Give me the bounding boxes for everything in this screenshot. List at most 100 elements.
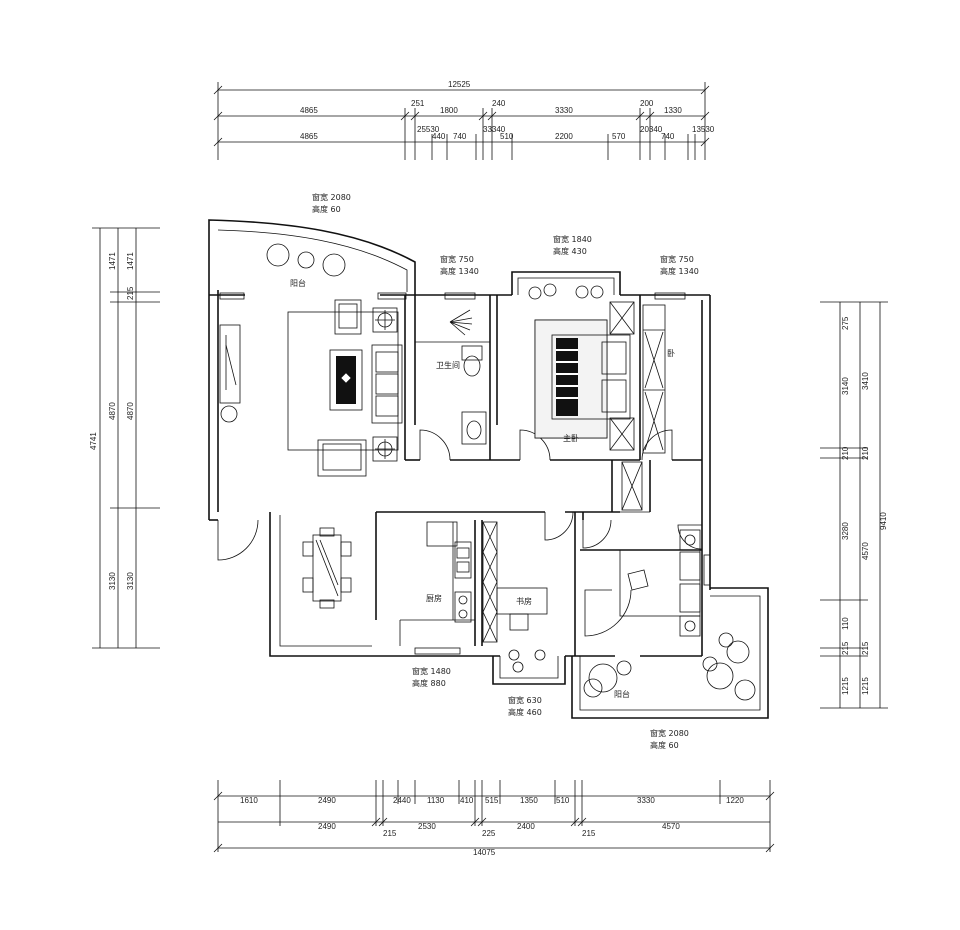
armchair-bottom — [317, 439, 367, 477]
svg-text:4865: 4865 — [300, 132, 318, 141]
svg-text:窗宽 2080: 窗宽 2080 — [312, 192, 351, 202]
bookshelf — [482, 521, 498, 643]
pillow-2 — [601, 379, 627, 413]
hall-closet — [621, 461, 643, 511]
svg-text:1471: 1471 — [108, 252, 117, 270]
svg-text:215: 215 — [126, 286, 135, 300]
svg-text:4870: 4870 — [108, 402, 117, 420]
doors — [217, 429, 703, 637]
window-bedroom — [654, 292, 686, 300]
svg-text:110: 110 — [841, 617, 850, 630]
svg-text:515: 515 — [485, 796, 499, 805]
svg-text:3140: 3140 — [841, 377, 850, 395]
svg-text:高度 1340: 高度 1340 — [660, 266, 699, 276]
svg-text:2490: 2490 — [318, 796, 336, 805]
svg-text:25530: 25530 — [417, 125, 440, 134]
tv-cabinet — [219, 324, 241, 404]
sink — [454, 541, 472, 579]
svg-text:3330: 3330 — [555, 106, 573, 115]
svg-text:510: 510 — [500, 132, 514, 141]
svg-text:高度 60: 高度 60 — [312, 204, 341, 214]
bathroom-label: 卫生间 — [436, 360, 460, 370]
window-annotations: 窗宽 2080 高度 60 阳台 窗宽 750 高度 1340 窗宽 1840 … — [290, 192, 699, 750]
svg-text:210: 210 — [841, 446, 850, 460]
svg-text:410: 410 — [460, 796, 474, 805]
svg-text:4870: 4870 — [126, 402, 135, 420]
svg-text:卧: 卧 — [667, 349, 675, 358]
svg-text:570: 570 — [612, 132, 626, 141]
svg-text:440: 440 — [432, 132, 446, 141]
desk-chair — [509, 613, 529, 631]
svg-text:4570: 4570 — [662, 822, 680, 831]
window-second-bedroom — [703, 554, 711, 586]
window-kitchen — [414, 647, 461, 655]
nightstand-a — [679, 529, 701, 551]
master-bedroom-furniture: 主卧 卧 — [528, 283, 675, 454]
fridge — [426, 521, 458, 547]
svg-text:窗宽 1480: 窗宽 1480 — [412, 666, 451, 676]
right-dimension-lines: 275 3140 3410 210 210 3280 4570 9410 110… — [820, 301, 888, 709]
svg-text:3130: 3130 — [108, 572, 117, 590]
room-labels: 卫生间 厨房 书房 — [426, 360, 532, 606]
svg-text:215: 215 — [841, 641, 850, 655]
window-bathroom — [444, 292, 476, 300]
svg-text:215: 215 — [861, 641, 870, 655]
coffee-table — [329, 349, 363, 411]
study-label: 书房 — [516, 596, 532, 606]
svg-text:200: 200 — [640, 99, 654, 108]
nightstand-b — [679, 615, 701, 637]
svg-text:2440: 2440 — [393, 796, 411, 805]
bottom-dimension-text: 1610 2490 2440 1130 410 515 1350 510 333… — [240, 796, 744, 857]
double-bed — [551, 334, 631, 420]
side-table-bottom — [372, 436, 398, 462]
svg-text:窗宽 750: 窗宽 750 — [660, 254, 694, 264]
balcony-plants — [583, 632, 756, 701]
plant-pot — [220, 405, 238, 423]
svg-text:1471: 1471 — [126, 252, 135, 270]
svg-text:高度 880: 高度 880 — [412, 678, 446, 688]
svg-text:510: 510 — [556, 796, 570, 805]
svg-text:高度 60: 高度 60 — [650, 740, 679, 750]
window-living-right — [377, 292, 407, 300]
svg-text:1220: 1220 — [726, 796, 744, 805]
svg-text:高度 1340: 高度 1340 — [440, 266, 479, 276]
dining-set — [302, 527, 352, 609]
svg-text:窗宽 1840: 窗宽 1840 — [553, 234, 592, 244]
svg-text:215: 215 — [582, 829, 596, 838]
nightstand-bottom — [609, 417, 635, 451]
svg-text:13530: 13530 — [692, 125, 715, 134]
svg-text:窗宽 2080: 窗宽 2080 — [650, 728, 689, 738]
svg-text:740: 740 — [661, 132, 675, 141]
svg-text:251: 251 — [411, 99, 425, 108]
svg-text:4570: 4570 — [861, 542, 870, 560]
living-room-furniture — [219, 243, 403, 477]
svg-text:1130: 1130 — [427, 796, 445, 805]
second-bedroom-furniture — [619, 529, 701, 637]
wardrobe — [642, 304, 666, 454]
windows — [219, 292, 711, 655]
svg-text:9410: 9410 — [879, 512, 888, 530]
bottom-dim-total: 14075 — [473, 848, 496, 857]
svg-text:3280: 3280 — [841, 522, 850, 540]
svg-text:1215: 1215 — [841, 677, 850, 695]
svg-text:2530: 2530 — [418, 822, 436, 831]
svg-text:2200: 2200 — [555, 132, 573, 141]
top-dimension-text: 12525 4865 251 1800 240 3330 200 1330 48… — [300, 80, 715, 141]
balcony-label-top: 阳台 — [290, 278, 306, 288]
svg-text:215: 215 — [383, 829, 397, 838]
svg-text:高度 460: 高度 460 — [508, 707, 542, 717]
svg-text:240: 240 — [492, 99, 506, 108]
svg-text:窗宽 630: 窗宽 630 — [508, 695, 542, 705]
toilet-bowl — [463, 355, 481, 377]
svg-text:3130: 3130 — [126, 572, 135, 590]
sofa — [371, 344, 403, 424]
svg-text:4741: 4741 — [89, 432, 98, 450]
interior-walls — [399, 295, 702, 646]
exterior-walls — [208, 219, 769, 719]
svg-text:1330: 1330 — [664, 106, 682, 115]
svg-text:2400: 2400 — [517, 822, 535, 831]
svg-text:4865: 4865 — [300, 106, 318, 115]
balcony-label-bottom: 阳台 — [614, 689, 630, 699]
dining-table — [312, 534, 342, 602]
